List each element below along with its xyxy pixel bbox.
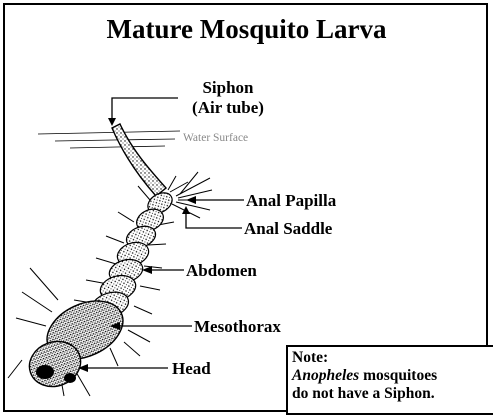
anal-papilla-tuft bbox=[172, 172, 214, 218]
siphon-label-line2: (Air tube) bbox=[178, 99, 278, 116]
water-surface-label: Water Surface bbox=[183, 133, 248, 145]
note-heading: Note: bbox=[292, 349, 490, 367]
note-line2: Anopheles mosquitoes bbox=[292, 367, 490, 385]
anal-saddle-label: Anal Saddle bbox=[244, 220, 332, 237]
abdomen-label: Abdomen bbox=[186, 262, 257, 279]
siphon-label: Siphon (Air tube) bbox=[178, 79, 278, 116]
note-line3: do not have a Siphon. bbox=[292, 385, 490, 403]
note-genus: Anopheles bbox=[292, 367, 359, 384]
head-label: Head bbox=[172, 360, 211, 377]
note-line2-rest: mosquitoes bbox=[359, 367, 437, 384]
water-surface-lines bbox=[38, 131, 180, 148]
mesothorax-label: Mesothorax bbox=[194, 318, 281, 335]
anal-papilla-label: Anal Papilla bbox=[246, 192, 336, 209]
siphon-label-line1: Siphon bbox=[178, 79, 278, 96]
siphon-tube bbox=[112, 124, 166, 196]
note-box: Note: Anopheles mosquitoes do not have a… bbox=[286, 345, 493, 415]
